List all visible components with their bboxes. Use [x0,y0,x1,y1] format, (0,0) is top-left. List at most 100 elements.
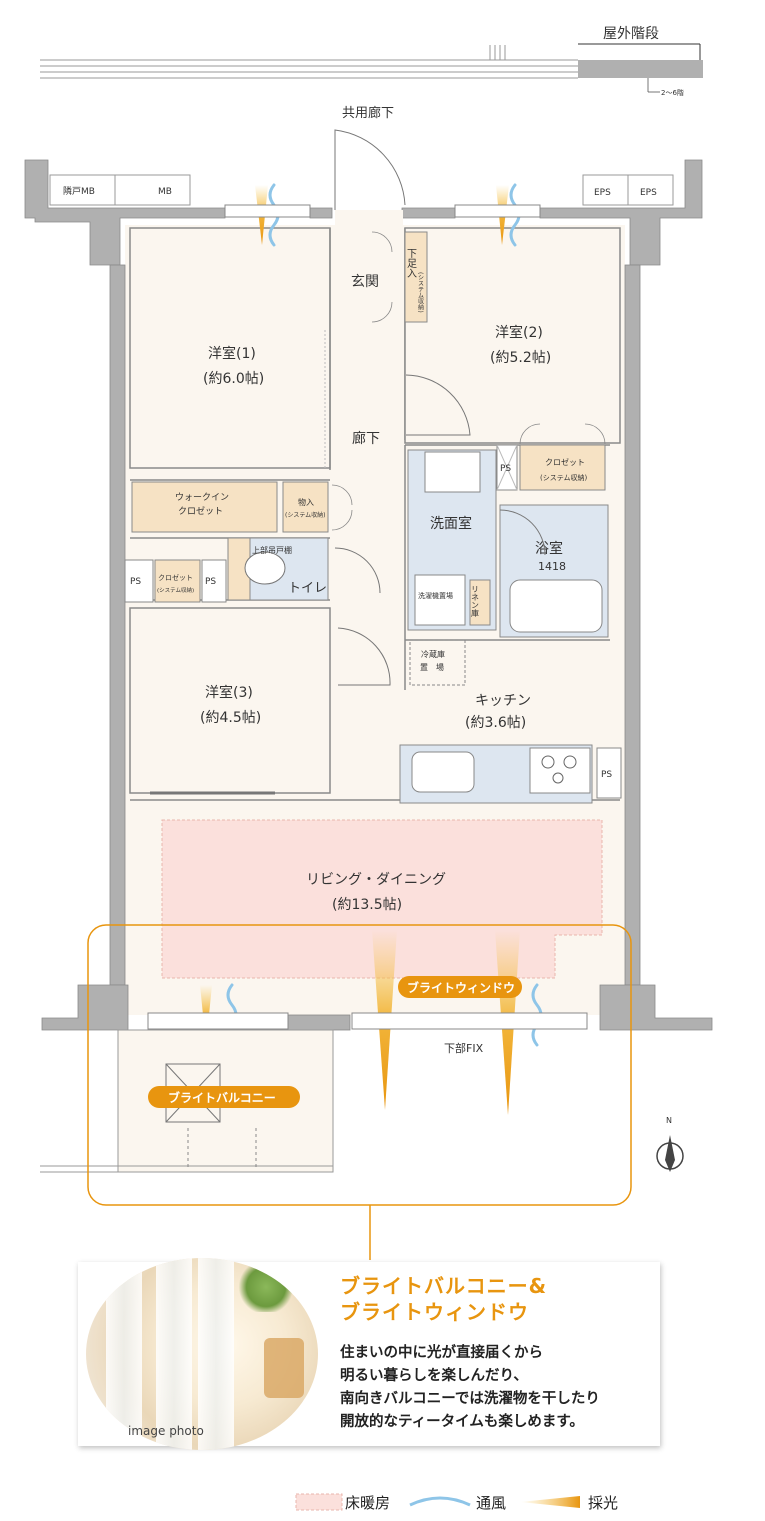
storage-doors[interactable] [331,484,353,531]
fridge-label-2: 置 場 [420,662,444,672]
closet-w2-label: クロゼット [545,457,585,467]
ps-box-3 [201,559,227,603]
closet-w3-label: クロゼット [158,573,193,582]
ps-label-1: PS [500,464,511,474]
western3-door[interactable] [337,627,391,686]
linen-storage [469,579,491,626]
entrance-label: 玄関 [351,273,379,290]
daylight-icon [520,1496,580,1508]
shoe-box-label: 下足入 [405,248,417,278]
burner-1 [541,755,555,769]
western2-size: (約5.2帖) [490,350,551,366]
curtain-shape [156,1258,192,1450]
ps-box-2 [124,559,154,603]
legend-ventilation: 通風 [476,1494,507,1512]
eps-label-2: EPS [640,188,657,198]
callout-title: ブライトバルコニー& ブライトウィンドウ [340,1273,660,1325]
callout-body: 住まいの中に光が直接届くから 明るい暮らしを楽しんだり、 南向きバルコニーでは洗… [340,1342,660,1434]
ventilation-icon [409,1496,471,1507]
bath-label: 浴室 [535,540,563,557]
ps-box-4 [596,747,622,799]
shoe-box-doors[interactable] [371,231,393,323]
toilet-door[interactable] [334,547,381,594]
living-size: (約13.5帖) [332,897,402,913]
vanity [424,451,481,493]
bright-balcony-badge [148,1086,300,1108]
fridge-label-1: 冷蔵庫 [421,649,445,659]
svg-text:N: N [666,1116,672,1125]
photo-caption: image photo [128,1424,204,1438]
entrance-door[interactable] [334,129,406,210]
hallway-area [335,210,403,640]
western3-size: (約4.5帖) [200,710,261,726]
bright-window-badge [398,976,522,998]
living-name: リビング・ダイニング [306,872,446,888]
walkin-label-2: クロゼット [178,505,223,517]
washroom-label: 洗面室 [430,515,472,532]
washer-place [414,574,466,626]
washer-label: 洗濯機置場 [418,591,453,600]
callout-title-line1: ブライトバルコニー& [340,1274,548,1298]
closet-w3-sub: (システム収納) [157,586,194,594]
callout-body-line: 明るい暮らしを楽しんだり、 [340,1368,528,1384]
western2-name: 洋室(2) [495,324,543,341]
bright-balcony-label: ブライトバルコニー [168,1090,276,1105]
stove [529,747,591,794]
western1-size: (約6.0帖) [203,371,264,387]
eps-label-1: EPS [594,188,611,198]
mb-label: MB [158,187,172,197]
fridge-place [409,639,466,686]
floor-heating-zone [161,819,603,979]
interior-walls [129,227,621,801]
closet-w2-sub: (システム収納) [540,473,588,482]
floor-heating-swatch [295,1493,343,1511]
curtain-shape [106,1258,142,1450]
kitchen-name: キッチン [475,693,531,709]
western2-door[interactable] [405,374,471,436]
toilet-label: トイレ [288,581,327,596]
callout-body-line: 南向きバルコニーでは洗濯物を干したり [340,1391,600,1407]
common-corridor-label: 共用廊下 [342,105,394,121]
callout-title-line2: ブライトウィンドウ [340,1300,529,1324]
closet-w3 [154,559,201,603]
shoe-box-sub: (システム収納) [417,272,424,313]
western3-name: 洋室(3) [205,684,253,701]
chair-shape [264,1338,304,1398]
walkin-label-1: ウォークイン [175,492,229,503]
burner-2 [563,755,577,769]
closet-w2-doors[interactable] [519,423,606,445]
highlight-frame [87,924,632,1206]
legend-floor-heating: 床暖房 [345,1494,391,1512]
hallway-label: 廊下 [352,430,380,447]
curtain-shape [198,1258,234,1450]
sink [411,751,475,793]
callout-body-line: 開放的なティータイムも楽しめます。 [340,1414,584,1430]
mb-label-neighbor: 隣戸MB [63,185,95,197]
mb-box [49,174,191,206]
plant-shape [236,1262,296,1312]
window-top-2 [454,204,541,218]
outer-walls [24,159,713,1031]
shoe-box [404,231,428,323]
walkin-closet [131,481,278,533]
western1-name: 洋室(1) [208,345,256,362]
kitchen-size: (約3.6帖) [465,715,526,731]
closet-w2 [519,444,606,491]
bath-door[interactable] [499,509,546,556]
floor-note: 2〜6階 [661,88,684,97]
image-photo [86,1258,318,1450]
ps-label-3: PS [205,577,216,587]
bath-size: 1418 [538,560,566,573]
burner-3 [552,772,564,784]
bathtub [509,579,603,633]
lower-fix-label: 下部FIX [444,1041,484,1055]
storage [282,481,329,533]
linen-label: リネン庫 [471,585,480,618]
callout-body-line: 住まいの中に光が直接届くから [340,1345,543,1361]
outdoor-corridor-lines [40,45,578,79]
outdoor-stairs-label: 屋外階段 [603,26,659,42]
window-bottom-1 [147,1012,289,1030]
toilet-bowl [244,551,286,585]
window-bottom-2 [351,1012,588,1030]
storage-sub: (システム収納) [285,511,326,519]
